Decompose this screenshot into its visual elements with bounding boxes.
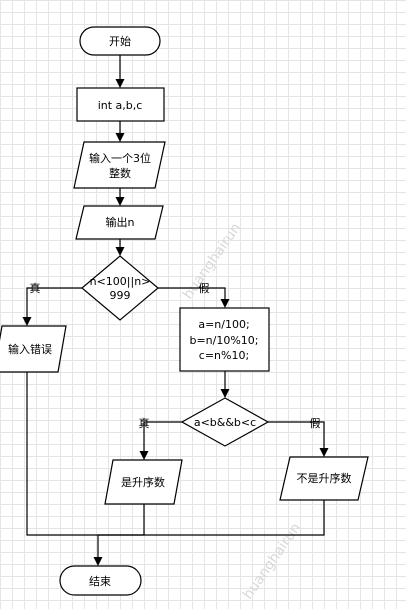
cond1-label-line2: 999 bbox=[110, 289, 131, 302]
cond1-true-label: 真 bbox=[30, 281, 41, 295]
cond2-label: a<b&&b<c bbox=[194, 416, 256, 429]
input-label-line2: 整数 bbox=[109, 166, 131, 180]
not-ascending-label: 不是升序数 bbox=[297, 471, 352, 485]
calc-c-label: c=n%10; bbox=[199, 349, 249, 362]
ascending-label: 是升序数 bbox=[121, 475, 165, 489]
output-node: 输出n bbox=[75, 205, 164, 240]
input-node: 输入一个3位 整数 bbox=[73, 141, 166, 189]
error-node: 输入错误 bbox=[0, 325, 67, 373]
output-label: 输出n bbox=[106, 215, 135, 229]
calculation-node: a=n/100; b=n/10%10; c=n%10; bbox=[179, 307, 270, 372]
not-ascending-node: 不是升序数 bbox=[279, 456, 369, 501]
cond1-false-label: 假 bbox=[199, 281, 210, 295]
end-label: 结束 bbox=[89, 575, 111, 588]
input-label-line1: 输入一个3位 bbox=[89, 151, 151, 165]
ascending-node: 是升序数 bbox=[104, 459, 183, 505]
cond2-true-label: 真 bbox=[139, 416, 150, 430]
connectors bbox=[22, 55, 329, 566]
start-label: 开始 bbox=[109, 34, 131, 48]
calc-a-label: a=n/100; bbox=[198, 318, 249, 331]
watermark: huanghairun bbox=[240, 520, 304, 602]
cond1-label-line1: n<100||n> bbox=[90, 275, 151, 288]
calc-b-label: b=n/10%10; bbox=[189, 334, 258, 347]
declare-node: int a,b,c bbox=[76, 87, 165, 122]
condition-ascending-check: a<b&&b<c bbox=[180, 397, 270, 447]
condition-range-check: n<100||n> 999 bbox=[81, 255, 159, 321]
end-node: 结束 bbox=[59, 565, 142, 596]
watermark: huanghairun bbox=[180, 220, 244, 302]
cond2-false-label: 假 bbox=[310, 416, 321, 430]
declare-label: int a,b,c bbox=[98, 99, 143, 112]
error-label: 输入错误 bbox=[8, 342, 52, 356]
start-node: 开始 bbox=[79, 26, 161, 56]
